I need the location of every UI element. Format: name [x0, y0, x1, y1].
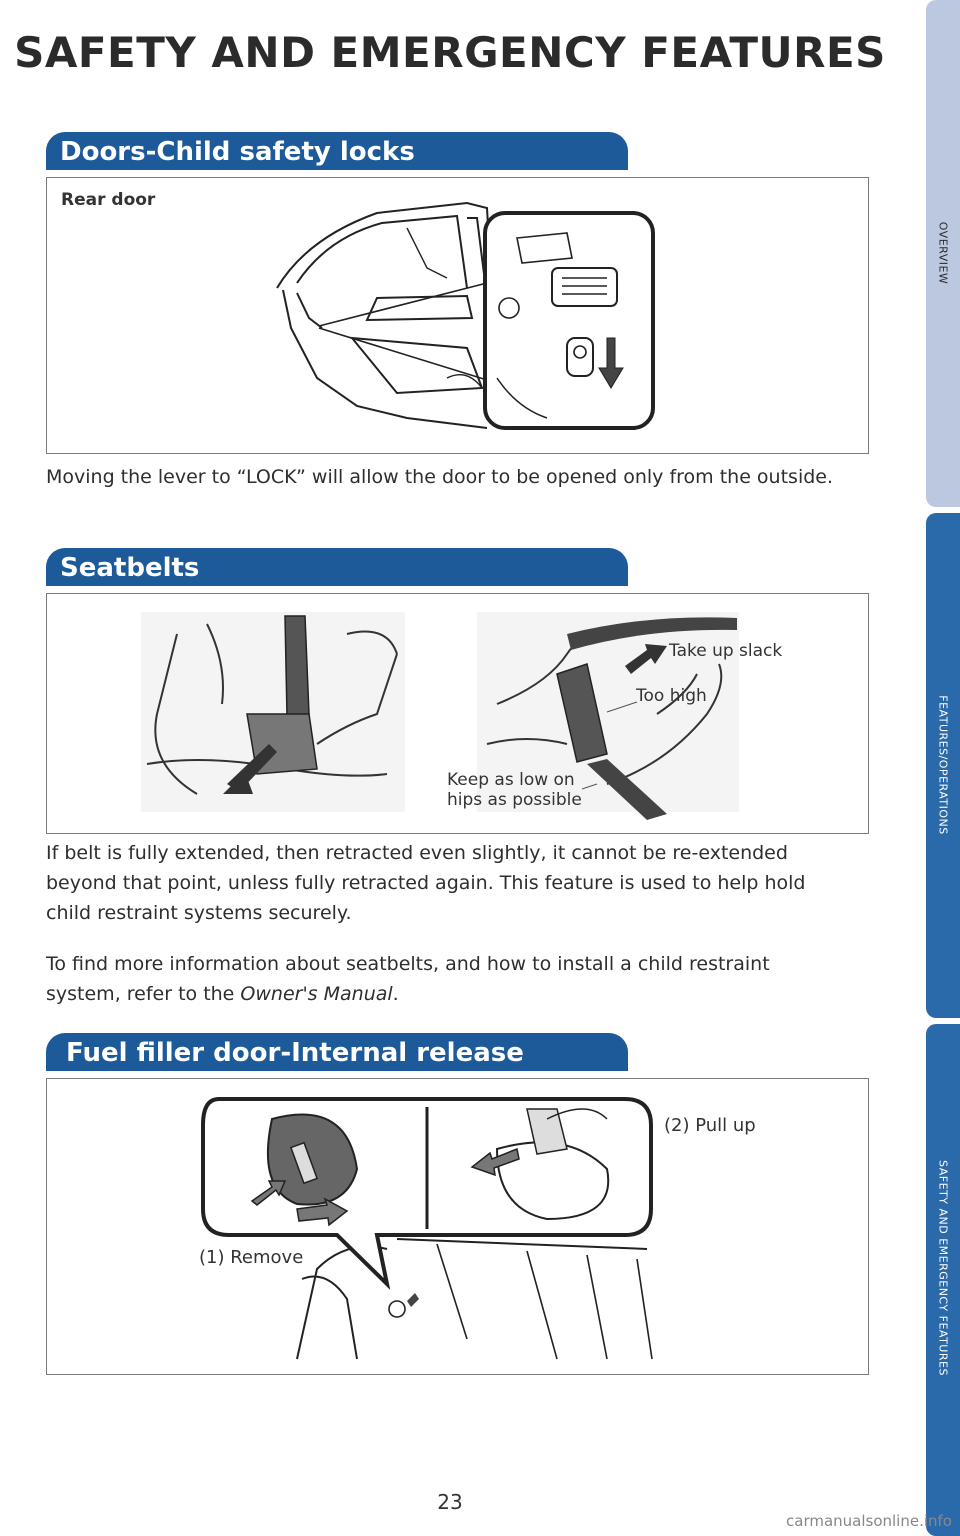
side-tab-features-operations[interactable] [926, 513, 960, 1018]
page-title: SAFETY AND EMERGENCY FEATURES [14, 28, 886, 77]
seatbelt-paragraph-2: To find more information about seatbelts… [46, 949, 836, 1009]
side-tab-overview-label: OVERVIEW [936, 221, 950, 285]
seatbelt-buckle-illustration [141, 612, 405, 812]
remove-label: (1) Remove [199, 1247, 304, 1268]
fuel-door-figure-panel: (2) Pull up (1) Remove [46, 1078, 869, 1375]
keep-low-label-line2: hips as possible [447, 790, 582, 810]
section-heading-fuel-door: Fuel filler door-Internal release [46, 1033, 628, 1071]
section-heading-child-locks: Doors-Child safety locks [46, 132, 628, 170]
rear-door-label: Rear door [61, 190, 156, 210]
keep-low-label-line1: Keep as low on [447, 770, 575, 790]
section-heading-seatbelts: Seatbelts [46, 548, 628, 586]
take-up-slack-label: Take up slack [669, 641, 783, 661]
fuel-door-illustration [201, 1097, 653, 1360]
seatbelt-paragraph-1: If belt is fully extended, then retracte… [46, 842, 806, 924]
watermark: carmanualsonline.info [786, 1512, 952, 1530]
rear-door-illustration [276, 201, 655, 430]
side-tab-safety-emergency[interactable] [926, 1024, 960, 1536]
seatbelt-paragraph-2-end: . [392, 983, 399, 1005]
too-high-label: Too high [636, 686, 707, 706]
seatbelt-position-illustration [477, 612, 739, 820]
pull-up-label: (2) Pull up [664, 1115, 756, 1136]
seatbelt-figure-panel: Take up slack Too high Keep as low on hi… [46, 593, 869, 834]
child-lock-caption: Moving the lever to “LOCK” will allow th… [46, 466, 834, 488]
side-tab-safety-emergency-label: SAFETY AND EMERGENCY FEATURES [936, 1160, 950, 1376]
page-number: 23 [437, 1490, 463, 1514]
owners-manual-reference: Owner's Manual [240, 983, 393, 1005]
child-lock-figure-panel: Rear door [46, 177, 869, 454]
side-tab-features-operations-label: FEATURES/OPERATIONS [936, 695, 950, 835]
side-tab-overview[interactable] [926, 0, 960, 507]
seatbelt-paragraph-2-text: To find more information about seatbelts… [46, 953, 770, 1005]
